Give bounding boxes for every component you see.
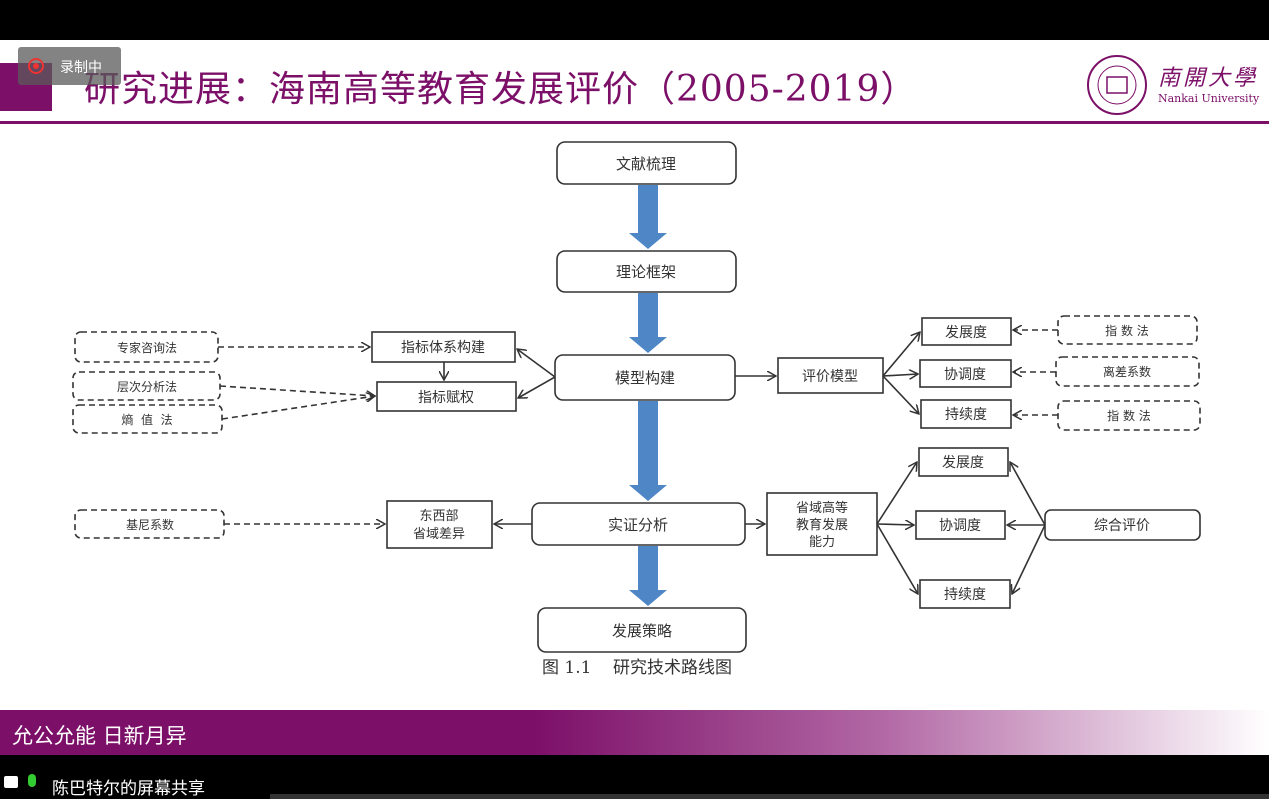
logo-text-en: Nankai University — [1158, 92, 1260, 105]
box-eval-dim-3 — [920, 399, 1012, 429]
flow-arrows — [629, 185, 667, 606]
research-roadmap-diagram: 文献梳理 理论框架 模型构建 实证分析 发展策略 指标体系构建 指标赋权 东西部… — [72, 141, 1201, 678]
label-overall: 综合评价 — [1094, 518, 1150, 534]
label-empirical: 实证分析 — [608, 516, 668, 534]
label-east-west-2: 省域差异 — [413, 527, 465, 542]
logo-text-cn: 南開大學 — [1158, 66, 1259, 91]
label-strategy: 发展策略 — [612, 622, 672, 640]
label-literature: 文献梳理 — [616, 155, 676, 173]
box-cap-dim-2 — [915, 510, 1006, 540]
down-arrow — [629, 185, 667, 249]
box-strategy — [537, 607, 747, 653]
label-model: 模型构建 — [615, 369, 675, 387]
label-capacity-3: 能力 — [809, 535, 835, 550]
slide-footer: 允公允能 日新月异 — [0, 710, 1269, 755]
title-divider — [0, 121, 1269, 124]
box-theory — [556, 250, 737, 293]
bottom-strip — [270, 794, 1269, 799]
figure-caption: 图 1.1 研究技术路线图 — [542, 658, 732, 678]
screen-share-label: 陈巴特尔的屏幕共享 — [52, 779, 205, 799]
box-index-build — [371, 331, 516, 363]
label-east-west-1: 东西部 — [419, 509, 458, 524]
recording-label: 录制中 — [60, 60, 102, 76]
nankai-seal-logo — [1087, 55, 1147, 115]
label-method-3: 指 数 法 — [1107, 408, 1151, 423]
label-entropy: 熵 值 法 — [121, 412, 172, 427]
label-eval-model: 评价模型 — [802, 369, 858, 385]
screen-share-icon[interactable] — [4, 776, 18, 788]
slide-title: 研究进展：海南高等教育发展评价（2005-2019） — [84, 69, 918, 110]
label-expert: 专家咨询法 — [117, 340, 177, 355]
label-method-1: 指 数 法 — [1105, 323, 1149, 338]
box-cap-dim-3 — [919, 579, 1011, 609]
box-expert — [74, 331, 219, 363]
box-east-west — [386, 500, 493, 549]
down-arrow — [629, 293, 667, 353]
box-literature — [556, 141, 737, 185]
label-index-build: 指标体系构建 — [401, 340, 485, 356]
label-capacity-2: 教育发展 — [796, 517, 848, 533]
label-eval-dim-1: 发展度 — [945, 325, 987, 341]
recording-indicator[interactable]: 录制中 — [18, 47, 121, 85]
box-capacity — [766, 492, 878, 556]
label-method-2: 离差系数 — [1103, 364, 1151, 379]
box-eval-model — [777, 357, 884, 394]
label-ahp: 层次分析法 — [117, 380, 177, 394]
microphone-icon[interactable] — [28, 774, 36, 787]
box-index-weight — [376, 381, 517, 412]
slide: 研究进展：海南高等教育发展评价（2005-2019） 南開大學 Nankai U… — [0, 40, 1269, 755]
label-gini: 基尼系数 — [126, 517, 174, 532]
down-arrow — [629, 401, 667, 501]
label-cap-dim-1: 发展度 — [942, 455, 984, 471]
label-eval-dim-2: 协调度 — [944, 367, 986, 383]
down-arrow — [629, 546, 667, 606]
box-cap-dim-1 — [918, 447, 1009, 477]
screen-share-bar: 陈巴特尔的屏幕共享 — [0, 770, 1269, 799]
label-cap-dim-2: 协调度 — [939, 518, 981, 534]
label-eval-dim-3: 持续度 — [945, 406, 987, 423]
box-eval-dim-1 — [921, 317, 1012, 346]
label-index-weight: 指标赋权 — [418, 390, 474, 406]
label-cap-dim-3: 持续度 — [944, 586, 986, 603]
record-icon — [28, 58, 44, 74]
label-capacity-1: 省域高等 — [796, 500, 848, 516]
label-theory: 理论框架 — [616, 263, 676, 281]
footer-motto: 允公允能 日新月异 — [12, 724, 187, 748]
box-eval-dim-2 — [919, 359, 1012, 388]
